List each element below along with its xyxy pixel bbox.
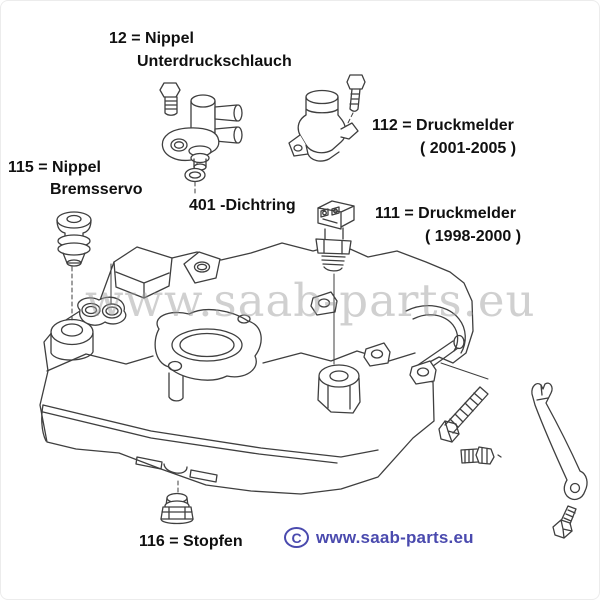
label-12-nippel-line2: Unterdruckschlauch (137, 53, 292, 70)
label-115-nippel-line2: Bremsservo (50, 181, 143, 198)
part-short-bolt (460, 446, 502, 465)
part-druckmelder-2001-2005 (288, 74, 366, 162)
part-nippel-unterdruckschlauch (159, 82, 243, 171)
label-112-druckmelder-line1: 112 = Druckmelder (372, 117, 514, 134)
intake-manifold-body-drawing (39, 242, 474, 495)
saab-parts-link[interactable]: www.saab-parts.eu (316, 527, 474, 547)
label-111-druckmelder-line2: ( 1998-2000 ) (425, 228, 522, 245)
label-12-nippel-line1: 12 = Nippel (109, 30, 194, 47)
copyright-footer: C www.saab-parts.eu (284, 527, 474, 548)
part-link-rod (531, 382, 588, 501)
label-401-dichtring: 401 -Dichtring (189, 197, 296, 214)
label-112-druckmelder-line2: ( 2001-2005 ) (420, 140, 517, 157)
label-116-stopfen: 116 = Stopfen (139, 533, 243, 550)
part-long-bolt (438, 386, 489, 443)
label-115-nippel-line1: 115 = Nippel (8, 159, 101, 176)
part-nippel-bremsservo (56, 211, 92, 267)
copyright-icon: C (284, 527, 309, 548)
label-111-druckmelder-line1: 111 = Druckmelder (375, 205, 516, 222)
part-stopfen (160, 492, 194, 525)
part-druckmelder-1998-2000 (315, 200, 355, 272)
part-tiny-bolt (552, 505, 577, 539)
part-dichtring (184, 167, 206, 183)
